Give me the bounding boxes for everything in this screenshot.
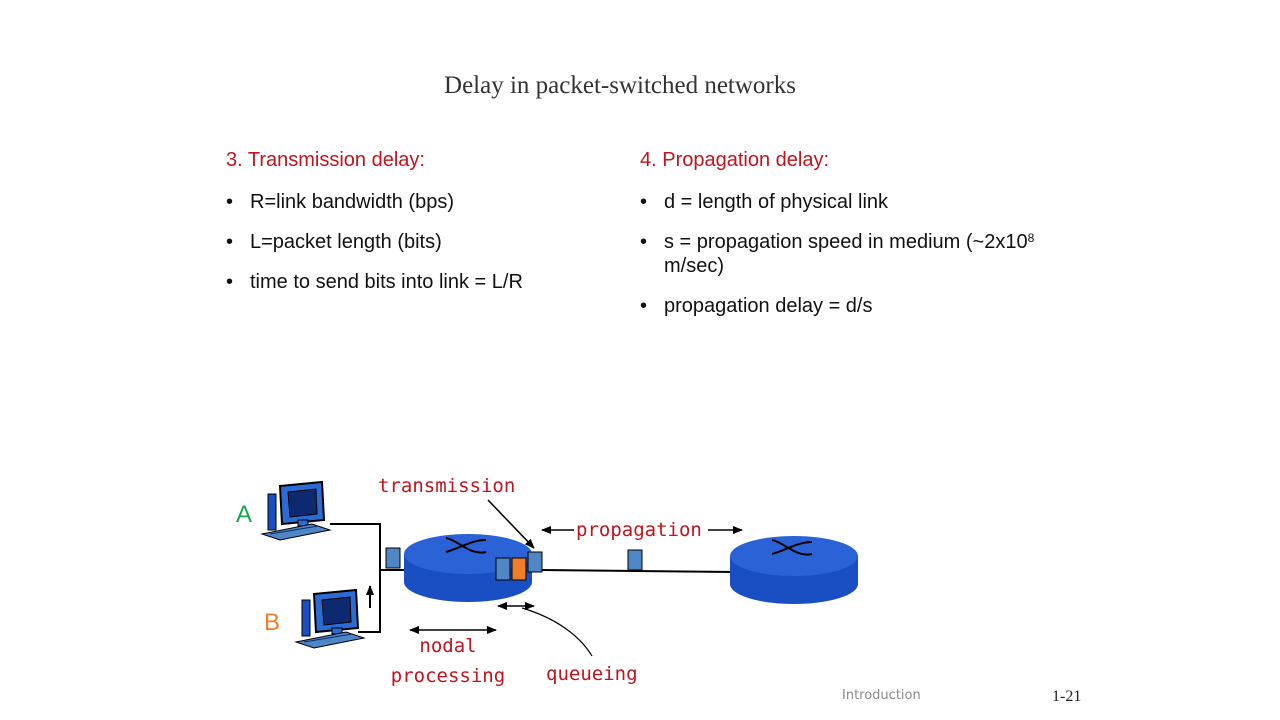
footer-section: Introduction (842, 688, 921, 703)
nodal-label-line2: processing (391, 665, 505, 687)
bullet-propagation-speed: s = propagation speed in medium (~2x108 … (640, 230, 1060, 278)
access-links (330, 523, 404, 633)
transmission-arrow (487, 499, 535, 549)
router-2-icon (730, 536, 858, 604)
speed-exponent: 8 (1027, 231, 1035, 245)
packet-being-transmitted (527, 551, 543, 573)
host-b-label: B (264, 609, 280, 636)
queued-packet-highlight (511, 557, 527, 581)
speed-text: s = propagation speed in medium (~2x10 (664, 231, 1028, 253)
bullet-time-to-send: time to send bits into link = L/R (226, 270, 606, 294)
transmission-delay-section: 3. Transmission delay: R=link bandwidth … (226, 148, 606, 310)
queueing-pointer (521, 607, 593, 657)
transmission-label: transmission (378, 475, 515, 497)
bullet-packet-length: L=packet length (bits) (226, 230, 606, 254)
packet-propagating (627, 549, 643, 571)
bullet-link-bandwidth: R=link bandwidth (bps) (226, 190, 606, 214)
queueing-label: queueing (546, 663, 638, 685)
propagation-delay-heading: 4. Propagation delay: (640, 149, 830, 171)
transmission-delay-heading: 3. Transmission delay: (226, 149, 425, 171)
transmission-delay-bullets: R=link bandwidth (bps) L=packet length (… (226, 190, 606, 294)
bullet-length-physical-link: d = length of physical link (640, 190, 1060, 214)
propagation-delay-bullets: d = length of physical link s = propagat… (640, 190, 1060, 318)
packet-on-access-link (385, 547, 401, 569)
nodal-label-line1: nodal (419, 635, 476, 657)
speed-unit: m/sec) (664, 255, 724, 277)
host-a-label: A (236, 501, 252, 528)
router-link (541, 569, 735, 573)
bullet-propagation-delay: propagation delay = d/s (640, 294, 1060, 318)
host-a-computer-icon (260, 480, 332, 541)
propagation-label: propagation (576, 519, 702, 541)
propagation-delay-section: 4. Propagation delay: d = length of phys… (640, 148, 1060, 334)
queued-packet (495, 557, 511, 581)
slide-title: Delay in packet-switched networks (444, 72, 796, 99)
footer-page-number: 1-21 (1052, 688, 1082, 705)
router-1-icon (404, 534, 532, 602)
host-b-computer-icon (294, 588, 366, 649)
